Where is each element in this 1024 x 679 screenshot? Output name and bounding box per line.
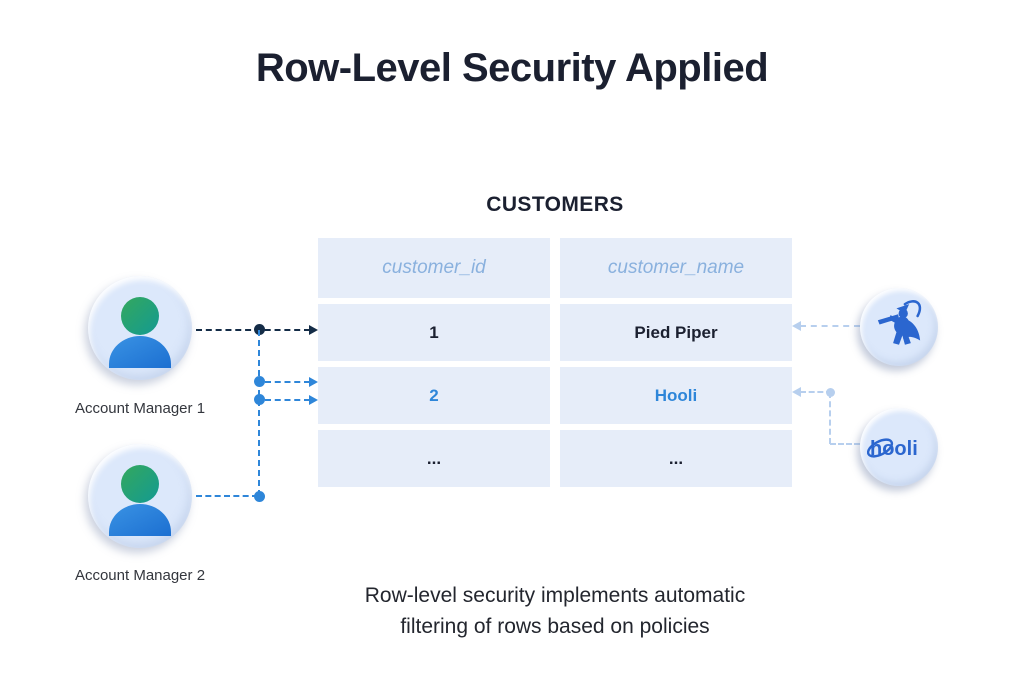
- table-cell-row2-id: 2: [318, 367, 550, 424]
- table-cell-row1-id: 1: [318, 304, 550, 361]
- junction-dot-am2: [254, 491, 265, 502]
- pied-piper-logo-icon: [877, 300, 922, 345]
- caption: Row-level security implements automatic …: [155, 580, 955, 642]
- junction-dot-branch-1: [254, 376, 265, 387]
- caption-line-1: Row-level security implements automatic: [364, 584, 746, 607]
- hooli-logo-icon: hooli: [866, 426, 931, 468]
- connector-trunk-vertical: [258, 330, 260, 496]
- table-cell-row3-id: ...: [318, 430, 550, 487]
- table-title: CUSTOMERS: [486, 193, 624, 216]
- column-header-customer-name: customer_name: [560, 238, 792, 298]
- connector-branch-2-to-row2: [265, 399, 310, 401]
- account-manager-1-label: Account Manager 1: [74, 400, 206, 417]
- connector-am2-to-trunk: [196, 495, 258, 497]
- customers-table: customer_id customer_name 1 Pied Piper 2…: [318, 238, 792, 487]
- hooli-logo-text: hooli: [870, 438, 918, 460]
- account-manager-1-avatar: [88, 276, 192, 380]
- connector-hooli-horizontal-bottom: [830, 443, 860, 445]
- page-title: Row-Level Security Applied: [255, 46, 769, 90]
- pied-piper-logo-badge: [860, 288, 938, 366]
- connector-hooli-vertical: [829, 392, 831, 444]
- hooli-logo-badge: hooli: [860, 408, 938, 486]
- table-cell-row2-name: Hooli: [560, 367, 792, 424]
- connector-branch-1-to-row2: [265, 381, 310, 383]
- arrowhead-row1: [309, 325, 318, 335]
- table-cell-row3-name: ...: [560, 430, 792, 487]
- column-header-customer-id: customer_id: [318, 238, 550, 298]
- account-manager-2-label: Account Manager 2: [74, 567, 206, 584]
- person-icon: [109, 297, 171, 368]
- junction-dot-branch-2: [254, 394, 265, 405]
- junction-dot-am1: [254, 324, 265, 335]
- arrowhead-row2-b: [309, 395, 318, 405]
- person-icon: [109, 465, 171, 536]
- connector-hooli-horizontal-top: [800, 391, 832, 393]
- arrowhead-piedpiper-to-row1: [792, 321, 801, 331]
- caption-line-2: filtering of rows based on policies: [400, 615, 710, 638]
- account-manager-2-avatar: [88, 444, 192, 548]
- arrowhead-hooli-to-row2: [792, 387, 801, 397]
- connector-am1-to-row1: [196, 329, 310, 331]
- table-cell-row1-name: Pied Piper: [560, 304, 792, 361]
- arrowhead-row2-a: [309, 377, 318, 387]
- connector-piedpiper: [800, 325, 860, 327]
